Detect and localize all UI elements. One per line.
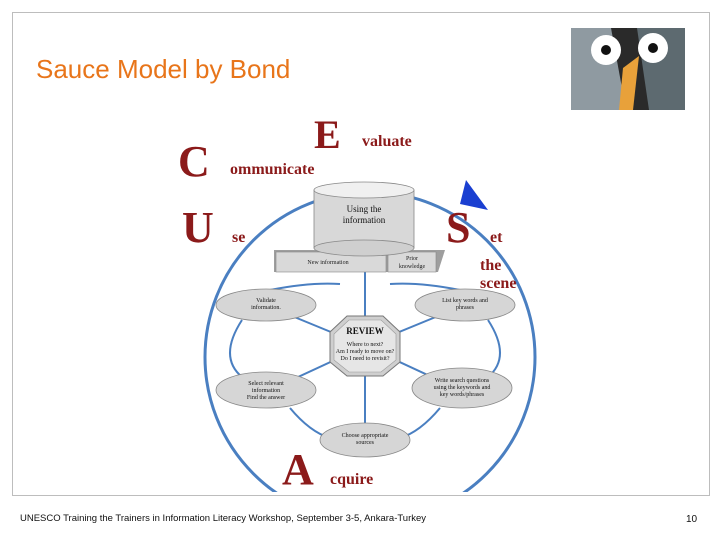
ellipse-write-questions — [411, 367, 513, 409]
inner-arc — [269, 282, 341, 291]
cylinder-bottom — [313, 239, 415, 257]
inner-arc — [229, 319, 243, 378]
platform-right-panel — [387, 251, 437, 273]
set-scene: scene — [480, 275, 516, 292]
ellipse-choose-sources — [319, 422, 411, 458]
review-line2: Am I ready to move on? — [336, 349, 395, 355]
select-line2: information — [252, 387, 280, 394]
communicate-big-letter: C — [178, 137, 210, 186]
acquire-big-letter: A — [282, 445, 314, 492]
validate-line1: Validate — [256, 298, 276, 304]
ellipse-validate — [215, 288, 317, 322]
cylinder-label-line1: Using the — [347, 204, 382, 214]
write-questions-line1: Write search questions — [435, 378, 490, 384]
validate-line2: information. — [251, 304, 281, 311]
list-keywords-line2: phrases — [456, 305, 475, 311]
sauce-model-diagram: New information Prior knowledge Using th… — [178, 112, 537, 492]
cylinder-top — [313, 181, 415, 199]
review-line1: Where to next? — [347, 342, 384, 348]
inner-arc — [389, 282, 461, 291]
cylinder-body — [313, 189, 415, 249]
set-rest: et — [490, 229, 503, 246]
platform-new-information: New information — [307, 259, 348, 266]
footer-text: UNESCO Training the Trainers in Informat… — [20, 513, 427, 524]
choose-sources-line2: sources — [356, 440, 375, 446]
platform-prior-line2: knowledge — [399, 264, 426, 270]
evaluate-big-letter: E — [314, 112, 341, 157]
page-number: 10 — [686, 514, 698, 525]
cylinder-label-line2: information — [343, 215, 386, 225]
write-questions-line3: key words/phrases — [440, 392, 485, 398]
review-octagon-inner — [333, 319, 397, 373]
select-line1: Select relevant — [248, 381, 284, 387]
choose-sources-line1: Choose appropriate — [342, 433, 389, 439]
set-the: the — [480, 257, 501, 274]
set-big-letter: S — [446, 203, 470, 252]
communicate-rest: ommunicate — [230, 161, 314, 178]
slide-title: Sauce Model by Bond — [36, 54, 291, 84]
acquire-rest: cquire — [330, 471, 373, 488]
workshop-logo — [571, 28, 685, 110]
ellipse-list-keywords — [414, 288, 516, 322]
write-questions-line2: using the keywords and — [434, 385, 491, 391]
slide-frame — [12, 12, 710, 496]
evaluate-rest: valuate — [362, 133, 412, 150]
use-rest: se — [232, 229, 245, 246]
ellipse-select — [215, 371, 317, 409]
select-line3: Find the answer — [247, 395, 285, 401]
list-keywords-line1: List key words and — [442, 298, 488, 304]
use-big-letter: U — [182, 203, 214, 252]
platform-prior-line1: Prior — [406, 256, 418, 262]
cycle-arrow-icon — [460, 180, 488, 210]
review-line3: Do I need to revisit? — [341, 356, 390, 362]
inner-arc — [487, 319, 501, 378]
review-title: REVIEW — [346, 326, 384, 336]
